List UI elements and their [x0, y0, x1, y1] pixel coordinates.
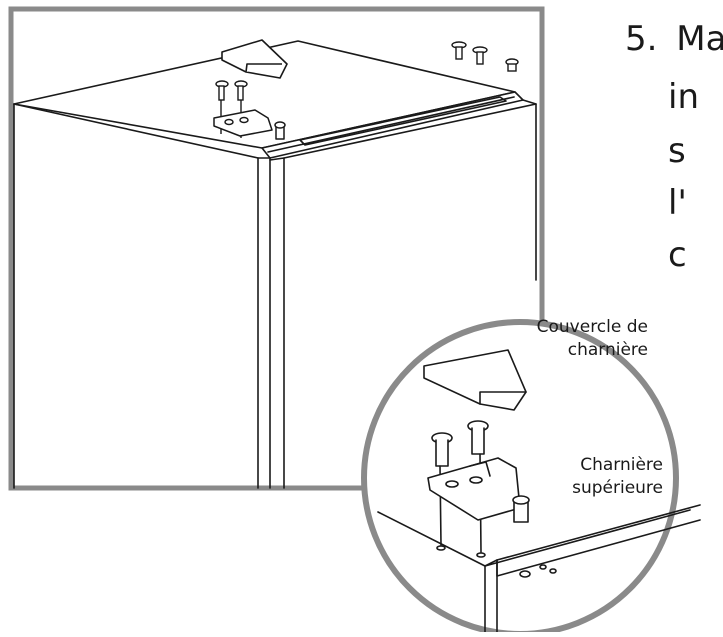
- hinge-cover-label-line-1: Couvercle de: [536, 317, 648, 337]
- hinge-cover-label-line-2: charnière: [567, 339, 648, 360]
- step-line-3: s: [668, 131, 686, 171]
- illustration-frame: [8, 6, 545, 491]
- step-line-5: c: [668, 235, 687, 275]
- top-hinge-label-line-2: supérieure: [572, 477, 663, 498]
- top-hinge-label-line-1: Charnière: [580, 455, 663, 475]
- fridge-top-view: [13, 40, 537, 489]
- top-hinge-part: [213, 109, 286, 140]
- callout-detail: [377, 349, 701, 633]
- step-number: 5.: [625, 19, 658, 59]
- step-line-4: l': [668, 183, 687, 223]
- step-word-1: Ma: [676, 19, 723, 59]
- top-hinge-label: Charnière supérieure: [572, 454, 663, 500]
- spare-screws: [451, 41, 519, 72]
- hinge-cover-label: Couvercle de charnière: [537, 316, 648, 362]
- hinge-cover-part: [221, 39, 288, 79]
- step-line-2: in: [668, 77, 699, 117]
- step-line-1: 5. Ma: [625, 22, 723, 56]
